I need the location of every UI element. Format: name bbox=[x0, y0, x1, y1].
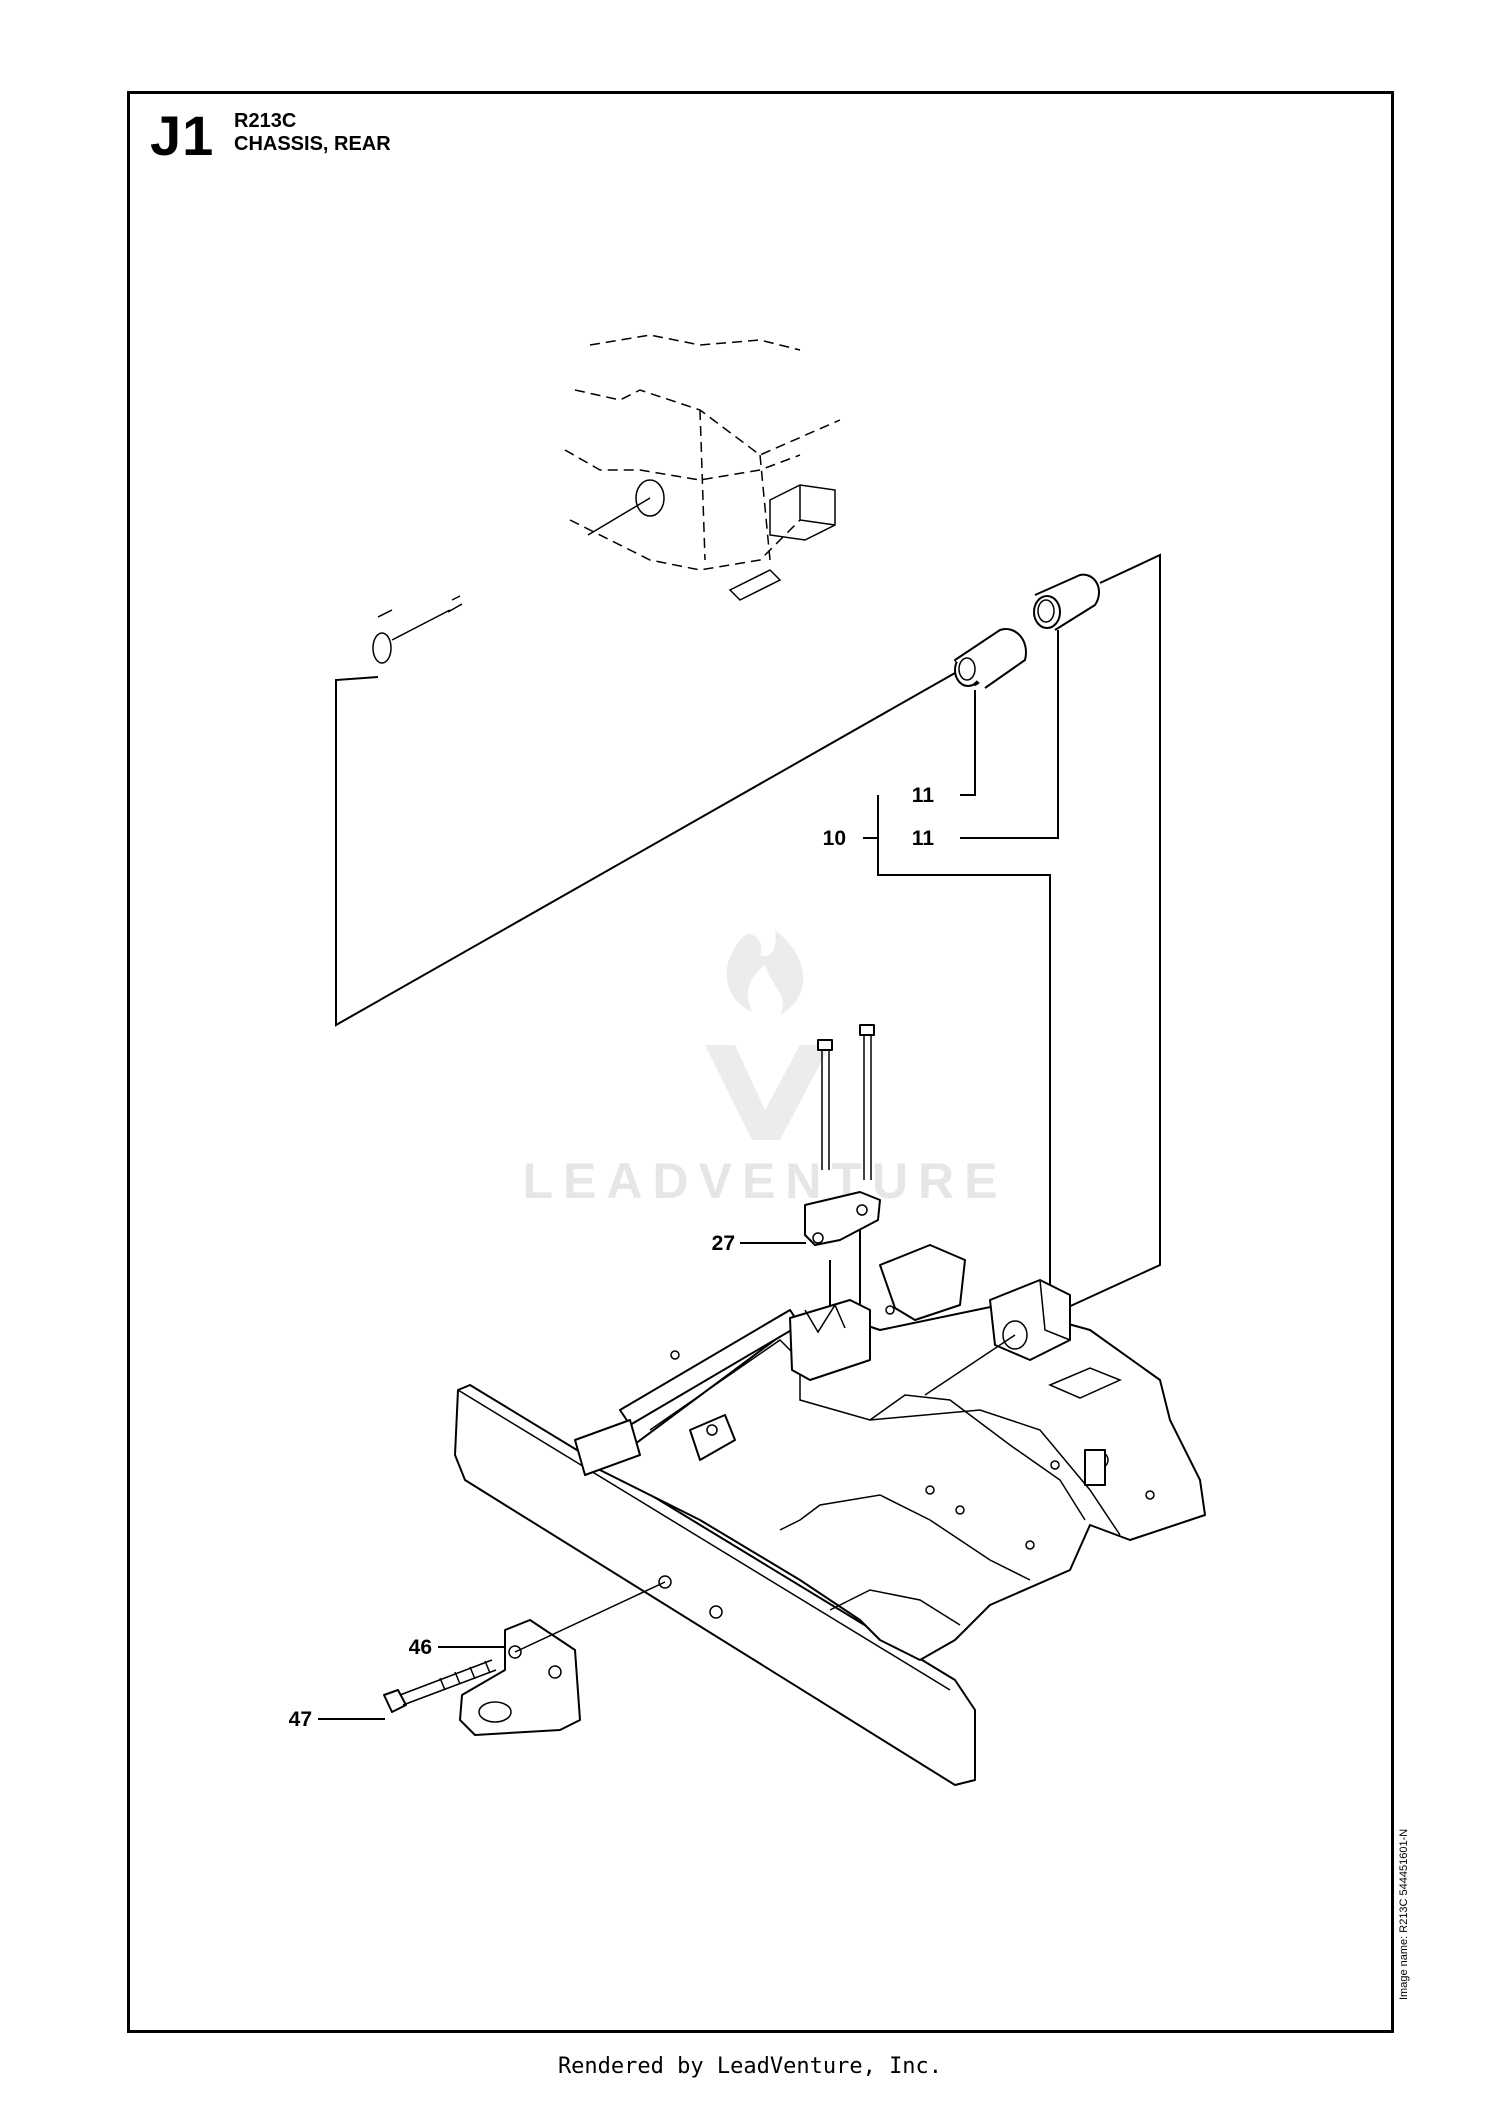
bushing-left bbox=[954, 628, 1027, 689]
callout-11-lower: 11 bbox=[912, 827, 935, 850]
image-name-note: Image name: R213C 544451601-N bbox=[1398, 1828, 1410, 2000]
watermark-logo-icon bbox=[705, 930, 830, 1140]
model-number: R213C bbox=[234, 110, 297, 132]
bushing-right bbox=[1033, 573, 1100, 631]
upper-frame-context bbox=[564, 334, 841, 571]
callout-46: 46 bbox=[409, 1636, 432, 1659]
clip-ring bbox=[372, 595, 463, 664]
assembly-leader-lines bbox=[335, 553, 1161, 1321]
rear-chassis-frame bbox=[454, 1244, 1206, 1786]
hitch-plate-46 bbox=[459, 1581, 666, 1736]
diagram-title: CHASSIS, REAR bbox=[234, 133, 391, 155]
callout-27: 27 bbox=[712, 1232, 735, 1255]
bolt-47 bbox=[383, 1659, 497, 1713]
callout-10: 10 bbox=[823, 827, 846, 850]
footer-credit: Rendered by LeadVenture, Inc. bbox=[557, 2054, 943, 2079]
callout-47: 47 bbox=[289, 1708, 312, 1731]
callout-leaders bbox=[318, 837, 878, 1720]
watermark-text: LEADVENTURE bbox=[522, 1153, 1008, 1209]
section-code: J1 bbox=[150, 104, 215, 167]
callout-11-upper: 11 bbox=[912, 784, 935, 807]
bracket-27 bbox=[804, 1191, 881, 1318]
bolts bbox=[817, 1024, 875, 1180]
drawing-frame bbox=[127, 91, 1394, 2033]
upper-bracket-block bbox=[728, 484, 836, 601]
upper-bushing-hole bbox=[587, 479, 665, 536]
